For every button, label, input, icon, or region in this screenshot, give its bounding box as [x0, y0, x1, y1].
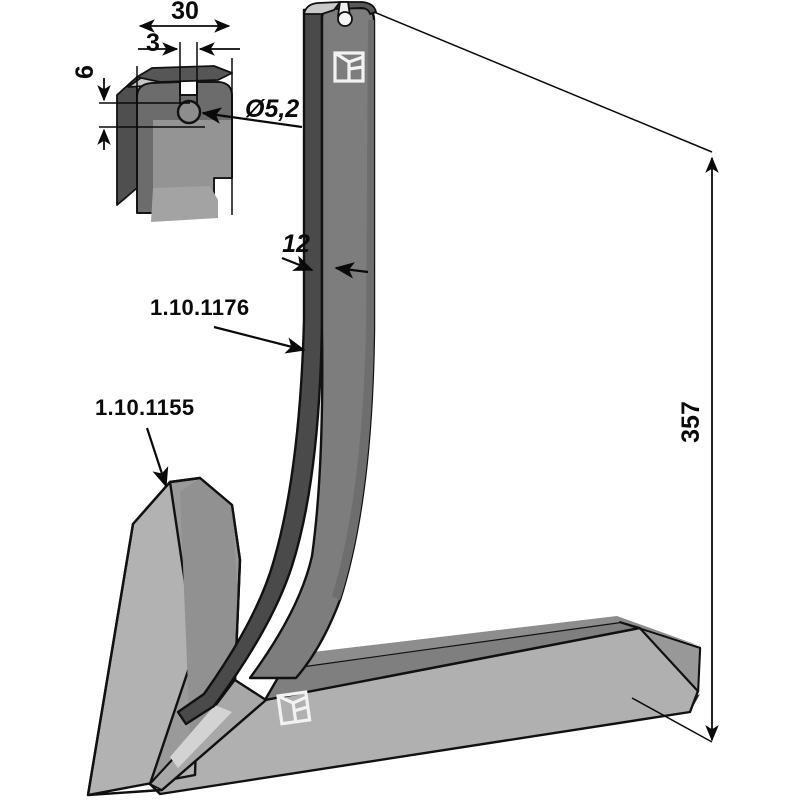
part-label-shank: 1.10.1176 [150, 295, 249, 320]
arm-tip-facet [619, 621, 701, 692]
wing-silhouette [86, 476, 268, 797]
leader-12-left [281, 255, 314, 272]
dim-357-label: 357 [677, 401, 705, 443]
shank-top-eyelet [337, 11, 353, 27]
dim-thickness-12: 12 [281, 230, 369, 279]
dim-12-label: 12 [282, 230, 310, 258]
detail-top-rim [136, 65, 233, 83]
left-wing-part [86, 476, 268, 797]
logo-bottom-inner [277, 694, 309, 723]
vertical-shank-part [176, 1, 377, 726]
detail-bolt-hole-ring [176, 99, 202, 125]
dim-overall-height-357: 357 [373, 11, 719, 743]
dim-3-label: 3 [146, 29, 160, 57]
part-label-wing: 1.10.1155 [95, 395, 194, 420]
dim-30-label: 30 [171, 0, 199, 25]
detail-tail-shadow [151, 186, 218, 222]
leader-shank [213, 325, 306, 354]
logo-bottom [276, 690, 312, 726]
logo-top [333, 51, 365, 83]
dim-hole-diameter-label: Ø5,2 [245, 95, 299, 123]
callout-wing: 1.10.1155 [95, 395, 194, 488]
logo-top-inner [334, 51, 364, 81]
callout-shank: 1.10.1176 [150, 295, 306, 354]
leader-wing [145, 427, 169, 488]
shank-left-edge-band [176, 8, 324, 726]
dim-6-label: 6 [71, 65, 99, 79]
leader-hole-diameter [201, 107, 303, 129]
ext-line-357-top [373, 11, 713, 153]
detail-view-bracket-head: 30 3 6 Ø5,2 [71, 0, 303, 222]
detail-body-outline [136, 81, 233, 214]
leader-12-right [334, 262, 369, 279]
detail-left-side-face [116, 76, 138, 206]
shank-right-shade [332, 20, 374, 600]
ext-line-357-bottom [631, 697, 713, 743]
wing-base-sliver [170, 705, 232, 768]
